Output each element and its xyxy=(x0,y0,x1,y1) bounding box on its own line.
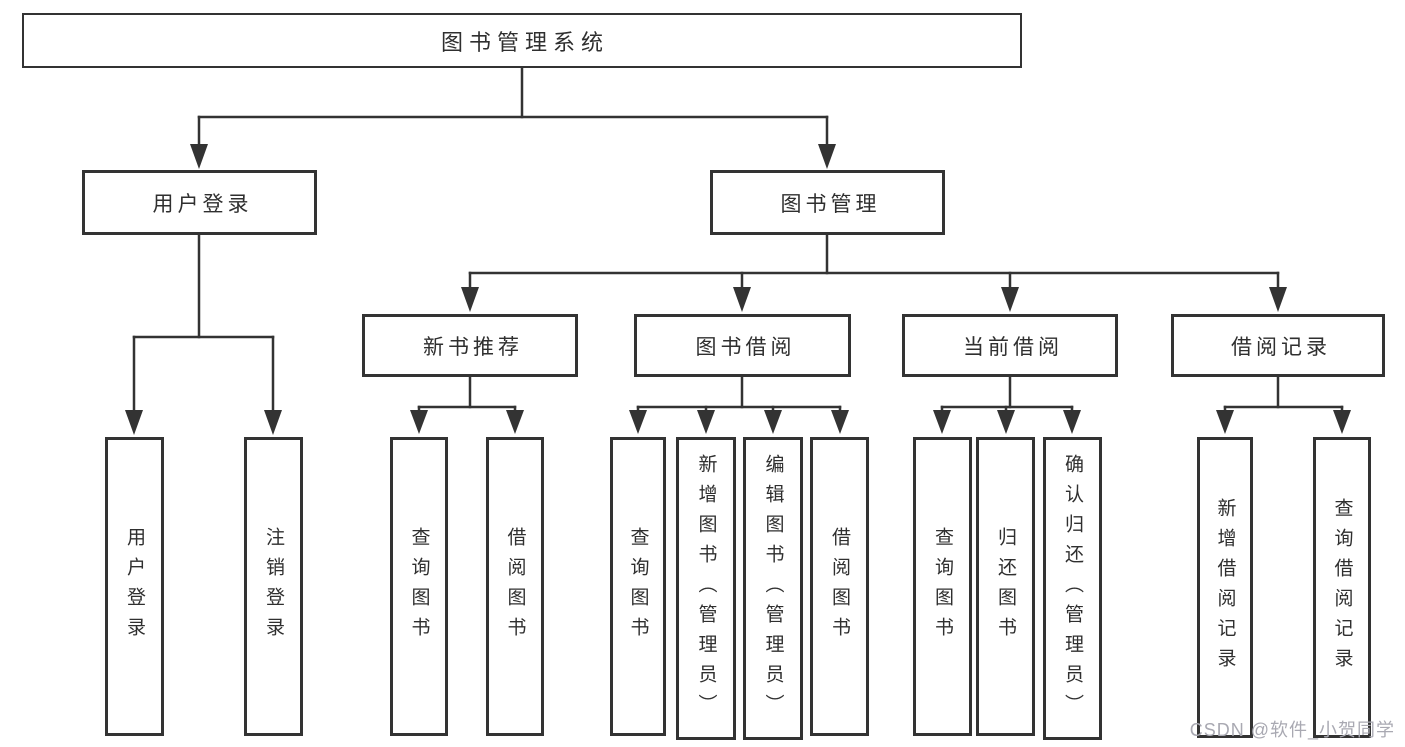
leaf-return-books: 归还图书 xyxy=(976,437,1035,736)
leaf-label: 查询图书 xyxy=(932,526,953,647)
node-new-book-recommendation: 新书推荐 xyxy=(362,314,578,377)
node-user-login: 用户登录 xyxy=(82,170,317,235)
csdn-watermark: CSDN @软件_小贺同学 xyxy=(1189,720,1395,740)
leaf-confirm-return-admin: 确认归还（管理员） xyxy=(1043,437,1102,740)
node-label: 图书管理 xyxy=(780,192,881,216)
leaf-query-borrow-record: 查询借阅记录 xyxy=(1313,437,1371,738)
leaf-user-login: 用户登录 xyxy=(105,437,164,736)
leaf-label: 查询借阅记录 xyxy=(1331,497,1353,678)
leaf-label: 归还图书 xyxy=(995,526,1016,647)
node-library-management-system: 图书管理系统 xyxy=(22,13,1022,68)
leaf-label: 新增图书（管理员） xyxy=(695,453,717,724)
leaf-borrow-books: 借阅图书 xyxy=(810,437,869,736)
node-label: 新书推荐 xyxy=(423,335,523,359)
leaf-query-books: 查询图书 xyxy=(610,437,666,736)
leaf-borrow-books: 借阅图书 xyxy=(486,437,544,736)
leaf-label: 查询图书 xyxy=(408,526,430,647)
node-label: 借阅记录 xyxy=(1231,335,1331,359)
node-label: 图书借阅 xyxy=(695,335,796,359)
node-book-borrowing: 图书借阅 xyxy=(634,314,851,377)
leaf-label: 借阅图书 xyxy=(504,526,526,647)
node-label: 图书管理系统 xyxy=(440,29,609,55)
node-book-management: 图书管理 xyxy=(710,170,945,235)
leaf-label: 借阅图书 xyxy=(829,526,850,647)
leaf-label: 确认归还（管理员） xyxy=(1062,453,1083,724)
leaf-edit-book-admin: 编辑图书（管理员） xyxy=(743,437,803,740)
node-label: 当前借阅 xyxy=(963,335,1063,359)
leaf-logout: 注销登录 xyxy=(244,437,303,736)
leaf-add-borrow-record: 新增借阅记录 xyxy=(1197,437,1253,738)
leaf-add-book-admin: 新增图书（管理员） xyxy=(676,437,736,740)
leaf-query-books: 查询图书 xyxy=(913,437,972,736)
leaf-label: 注销登录 xyxy=(263,526,284,647)
leaf-label: 新增借阅记录 xyxy=(1214,497,1236,678)
node-borrowing-records: 借阅记录 xyxy=(1171,314,1385,377)
leaf-label: 编辑图书（管理员） xyxy=(762,453,784,724)
node-current-borrowing: 当前借阅 xyxy=(902,314,1118,377)
leaf-label: 用户登录 xyxy=(124,526,145,647)
node-label: 用户登录 xyxy=(152,192,253,216)
leaf-label: 查询图书 xyxy=(627,526,649,647)
leaf-query-books: 查询图书 xyxy=(390,437,448,736)
